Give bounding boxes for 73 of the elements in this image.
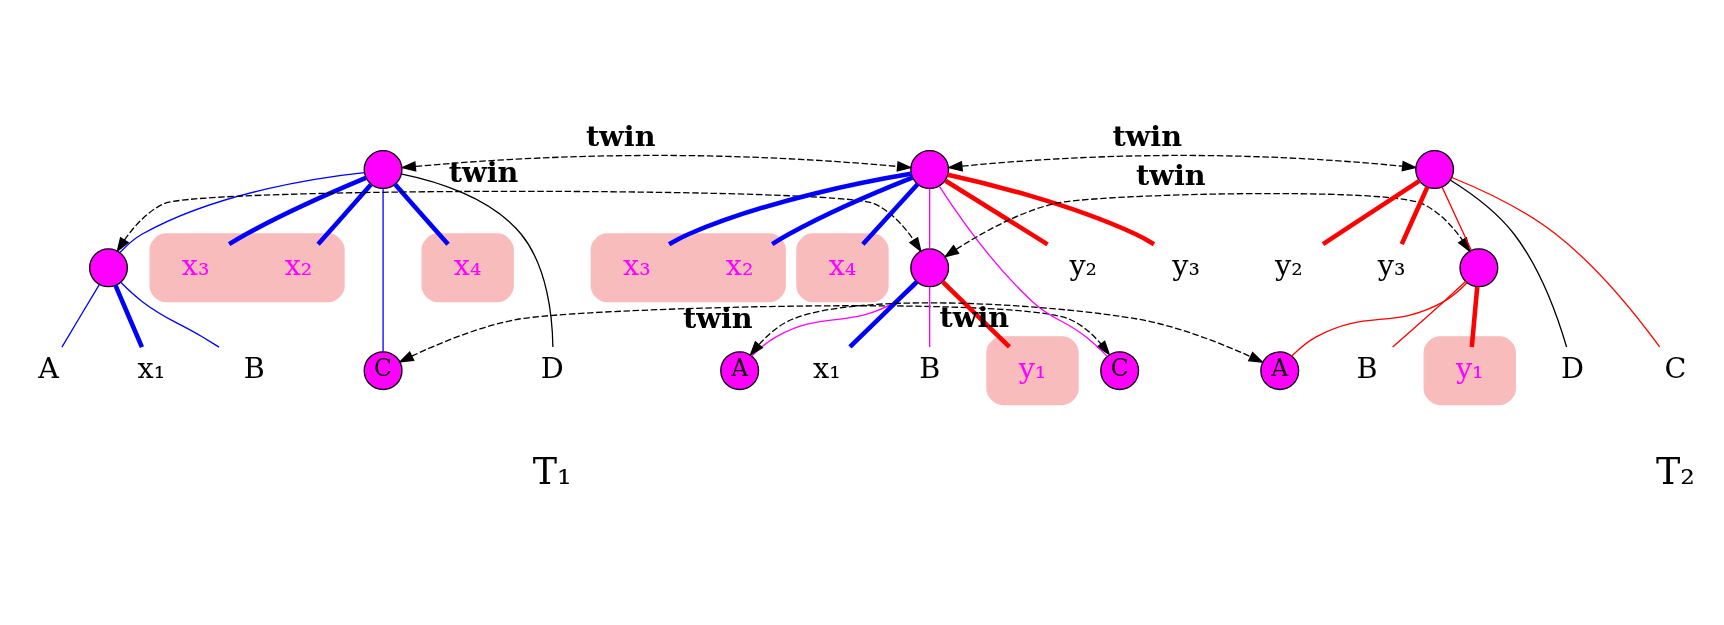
node-text: A [38, 350, 59, 385]
connector [1469, 286, 1480, 348]
node-text: y₁ [1018, 350, 1047, 385]
arrow [749, 302, 1265, 363]
node-circle [88, 248, 128, 288]
node-text: D [540, 350, 564, 385]
arrow [400, 154, 913, 172]
edge-label: twin [585, 118, 656, 153]
node-text: x₁ [813, 350, 841, 385]
node-text: B [243, 350, 265, 385]
node-text: x₃ [623, 248, 651, 283]
node-circle: A [720, 351, 760, 391]
connector [119, 171, 366, 254]
node-text: y₁ [1455, 350, 1484, 385]
connector [1449, 179, 1568, 348]
connector [848, 280, 919, 349]
connector [944, 178, 1049, 247]
connector [382, 187, 384, 353]
connector [947, 172, 1156, 247]
cluster [1423, 336, 1516, 406]
connector [1399, 186, 1430, 246]
node-text: y₃ [1377, 248, 1406, 283]
edge-label: twin [448, 154, 519, 189]
node-text: B [919, 350, 941, 385]
node-text: D [1561, 350, 1585, 385]
edge-label: twin [1136, 157, 1206, 192]
node-text: B [1356, 350, 1378, 385]
connector [1291, 282, 1468, 357]
arrow [946, 154, 1418, 172]
node-text: y₃ [1172, 248, 1200, 283]
connector [938, 185, 1108, 357]
connector [929, 188, 931, 250]
connector [120, 281, 220, 348]
node-circle [910, 150, 950, 190]
edge-label: twin [683, 301, 753, 336]
arrow [398, 305, 1111, 363]
connector [667, 171, 912, 247]
connector [1321, 179, 1421, 247]
node-circle [363, 150, 403, 190]
node-text: x₃ [181, 248, 210, 283]
cluster [149, 233, 345, 303]
node-text: x₄ [828, 248, 857, 283]
edge-label: twin [1112, 118, 1182, 153]
node-text: x₂ [284, 248, 313, 283]
connector [861, 182, 920, 246]
connector [113, 284, 144, 349]
node-text: x₁ [137, 350, 166, 385]
node-circle: C [363, 351, 403, 391]
connector [393, 183, 450, 246]
node-text: C [1664, 350, 1687, 385]
node-text: y₂ [1275, 248, 1303, 283]
connector [61, 284, 100, 348]
connector [316, 183, 373, 246]
arrow [116, 190, 922, 253]
label: T₂ [1655, 450, 1695, 494]
cluster [986, 336, 1079, 406]
connector [1392, 280, 1467, 348]
node-circle: C [1100, 351, 1140, 391]
connector [929, 286, 931, 348]
node-circle: A [1260, 351, 1300, 391]
connector [401, 173, 554, 348]
node-text: y₂ [1069, 248, 1098, 283]
node-text: x₂ [725, 248, 754, 283]
cluster [590, 233, 786, 303]
node-circle [1415, 150, 1455, 190]
connector [1451, 176, 1661, 348]
cluster [421, 233, 514, 303]
node-circle [1459, 248, 1499, 288]
connector [771, 175, 914, 246]
label: T₁ [532, 450, 572, 494]
node-text: x₄ [453, 248, 482, 283]
node-circle [910, 248, 950, 288]
cluster [796, 233, 889, 303]
